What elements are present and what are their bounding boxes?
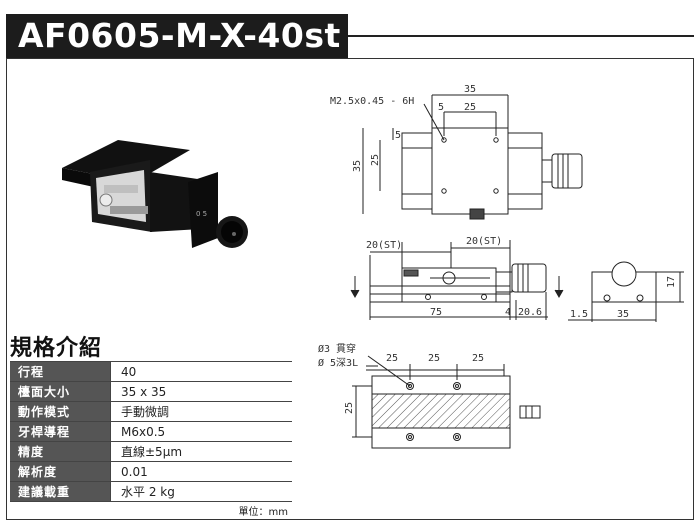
thread-callout: M2.5x0.45 - 6H	[330, 96, 414, 107]
spec-value: 40	[110, 361, 292, 382]
top-view-drawing	[362, 94, 583, 220]
spec-heading: 規格介紹	[10, 336, 103, 361]
height-17: 17	[666, 276, 677, 288]
dim-side-25: 25	[370, 154, 381, 166]
spec-label: 牙桿導程	[10, 421, 111, 442]
dim-side-35: 35	[352, 160, 363, 172]
hole-note-through: Ø3 貫穿	[318, 342, 356, 355]
spec-value: 水平 2 kg	[110, 481, 292, 502]
spec-value: 0.01	[110, 461, 292, 482]
title-rule	[348, 35, 694, 37]
product-photo: 0 5	[62, 140, 248, 248]
end-view-drawing	[568, 261, 684, 322]
svg-text:0 5: 0 5	[196, 210, 207, 218]
spec-row: 精度 直線±5μm	[10, 441, 292, 462]
spec-row: 牙桿導程 M6x0.5	[10, 421, 292, 442]
spec-row: 檯面大小 35 x 35	[10, 381, 292, 402]
spec-value: 手動微調	[110, 401, 292, 422]
spec-label: 動作模式	[10, 401, 111, 422]
length-4: 4	[505, 307, 511, 318]
spec-label: 行程	[10, 361, 111, 382]
pitch-25-b: 25	[428, 353, 440, 364]
offset-1-5: 1.5	[570, 309, 588, 320]
spec-value: M6x0.5	[110, 421, 292, 442]
bottom-view-drawing	[352, 355, 541, 449]
length-20-6: 20.6	[518, 307, 542, 318]
stroke-left: 20(ST)	[366, 240, 402, 251]
spec-value: 35 x 35	[110, 381, 292, 402]
hole-note-counterbore: Ø 5深3L	[318, 357, 358, 369]
spec-value: 直線±5μm	[110, 441, 292, 462]
stroke-right: 20(ST)	[466, 236, 502, 247]
product-title: AF0605-M-X-40st	[6, 14, 348, 58]
dim-side-5: 5	[395, 130, 401, 141]
width-35: 35	[617, 309, 629, 320]
dim-top-35: 35	[464, 84, 476, 95]
spec-row: 解析度 0.01	[10, 461, 292, 482]
spec-label: 建議載重	[10, 481, 111, 502]
side-view-drawing	[350, 240, 564, 320]
spec-row: 行程 40	[10, 361, 292, 382]
pitch-25-a: 25	[386, 353, 398, 364]
unit-note: 單位：mm	[238, 507, 288, 518]
spec-row: 建議載重 水平 2 kg	[10, 481, 292, 502]
spec-table: 行程 40 檯面大小 35 x 35 動作模式 手動微調 牙桿導程 M6x0.5…	[10, 361, 292, 502]
content-frame	[6, 58, 694, 520]
dim-top-5: 5	[438, 102, 444, 113]
spec-row: 動作模式 手動微調	[10, 401, 292, 422]
spec-label: 精度	[10, 441, 111, 462]
height-25: 25	[344, 402, 355, 414]
spec-label: 解析度	[10, 461, 111, 482]
pitch-25-c: 25	[472, 353, 484, 364]
dim-top-25: 25	[464, 102, 476, 113]
spec-label: 檯面大小	[10, 381, 111, 402]
length-75: 75	[430, 307, 442, 318]
